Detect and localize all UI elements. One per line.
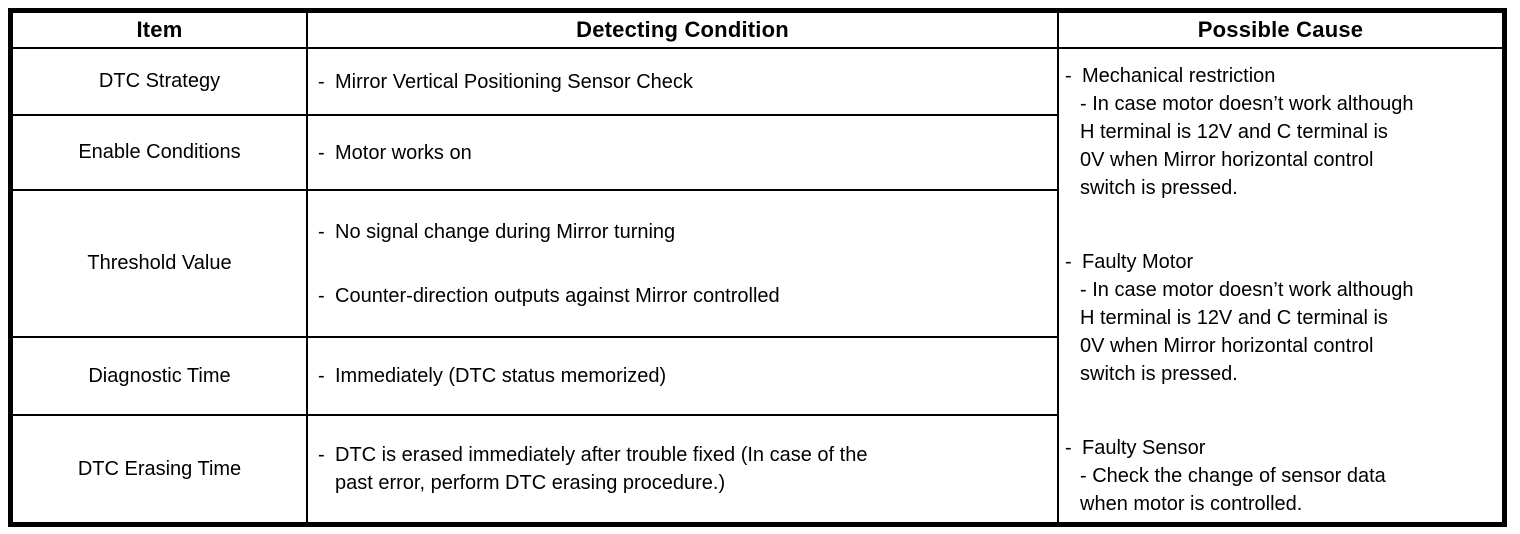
- condition-cell-dtc-erasing-time: - DTC is erased immediately after troubl…: [308, 416, 1059, 522]
- condition-bullet: - Immediately (DTC status memorized): [318, 362, 1045, 390]
- condition-bullet: - Counter-direction outputs against Mirr…: [318, 282, 1045, 310]
- bullet-dash: -: [318, 220, 325, 243]
- dtc-diagnostic-table: Item Detecting Condition Possible Cause …: [8, 8, 1507, 527]
- possible-cause-cell: - Mechanical restriction - In case motor…: [1059, 49, 1502, 522]
- condition-text: Immediately (DTC status memorized): [335, 365, 667, 387]
- item-label: DTC Erasing Time: [77, 457, 242, 480]
- cause-title: Faulty Motor: [1082, 251, 1194, 273]
- cause-title-bullet: - Faulty Sensor: [1065, 434, 1496, 462]
- condition-text: Motor works on: [335, 141, 472, 164]
- bullet-dash: -: [1065, 437, 1072, 459]
- condition-text: Counter-direction outputs against Mirror…: [335, 284, 780, 307]
- cause-block-faulty-motor: - Faulty Motor - In case motor doesn’t w…: [1065, 248, 1496, 388]
- cause-detail: - In case motor doesn’t work although H …: [1080, 279, 1414, 385]
- item-cell-dtc-erasing-time: DTC Erasing Time: [13, 416, 308, 522]
- cause-title-bullet: - Faulty Motor: [1065, 248, 1496, 276]
- item-label: Diagnostic Time: [88, 364, 231, 387]
- bullet-dash: -: [318, 70, 325, 93]
- cause-detail: - In case motor doesn’t work although H …: [1080, 93, 1414, 199]
- bullet-dash: -: [318, 444, 325, 466]
- condition-cell-enable-conditions: - Motor works on: [308, 116, 1059, 191]
- cause-title-bullet: - Mechanical restriction: [1065, 62, 1496, 90]
- item-label: Threshold Value: [87, 252, 232, 274]
- condition-bullet: - Mirror Vertical Positioning Sensor Che…: [318, 68, 1045, 96]
- item-label: DTC Strategy: [98, 70, 221, 92]
- condition-text: DTC is erased immediately after trouble …: [335, 444, 868, 494]
- cause-title: Faulty Sensor: [1082, 437, 1206, 459]
- item-cell-threshold-value: Threshold Value: [13, 191, 308, 338]
- cause-block-faulty-sensor: - Faulty Sensor - Check the change of se…: [1065, 434, 1496, 518]
- header-item-label: Item: [136, 17, 183, 42]
- bullet-dash: -: [318, 365, 325, 387]
- cause-title: Mechanical restriction: [1082, 65, 1276, 87]
- condition-text: No signal change during Mirror turning: [335, 220, 676, 243]
- item-label: Enable Conditions: [78, 141, 241, 163]
- condition-cell-threshold-value: - No signal change during Mirror turning…: [308, 191, 1059, 338]
- bullet-dash: -: [1065, 251, 1072, 273]
- header-detecting-condition-label: Detecting Condition: [576, 17, 789, 42]
- condition-text: Mirror Vertical Positioning Sensor Check: [335, 70, 693, 93]
- condition-bullet: - No signal change during Mirror turning: [318, 218, 1045, 246]
- cause-block-mechanical-restriction: - Mechanical restriction - In case motor…: [1065, 62, 1496, 202]
- header-detecting-condition: Detecting Condition: [308, 13, 1059, 49]
- condition-bullet: - Motor works on: [318, 139, 1045, 167]
- header-possible-cause-label: Possible Cause: [1197, 17, 1364, 42]
- cause-detail: - Check the change of sensor data when m…: [1080, 465, 1386, 515]
- header-item: Item: [13, 13, 308, 49]
- condition-cell-dtc-strategy: - Mirror Vertical Positioning Sensor Che…: [308, 49, 1059, 116]
- item-cell-dtc-strategy: DTC Strategy: [13, 49, 308, 116]
- bullet-dash: -: [318, 284, 325, 307]
- condition-bullet: - DTC is erased immediately after troubl…: [318, 441, 1045, 497]
- condition-cell-diagnostic-time: - Immediately (DTC status memorized): [308, 338, 1059, 416]
- bullet-dash: -: [318, 141, 325, 164]
- bullet-dash: -: [1065, 65, 1072, 87]
- header-possible-cause: Possible Cause: [1059, 13, 1502, 49]
- item-cell-enable-conditions: Enable Conditions: [13, 116, 308, 191]
- item-cell-diagnostic-time: Diagnostic Time: [13, 338, 308, 416]
